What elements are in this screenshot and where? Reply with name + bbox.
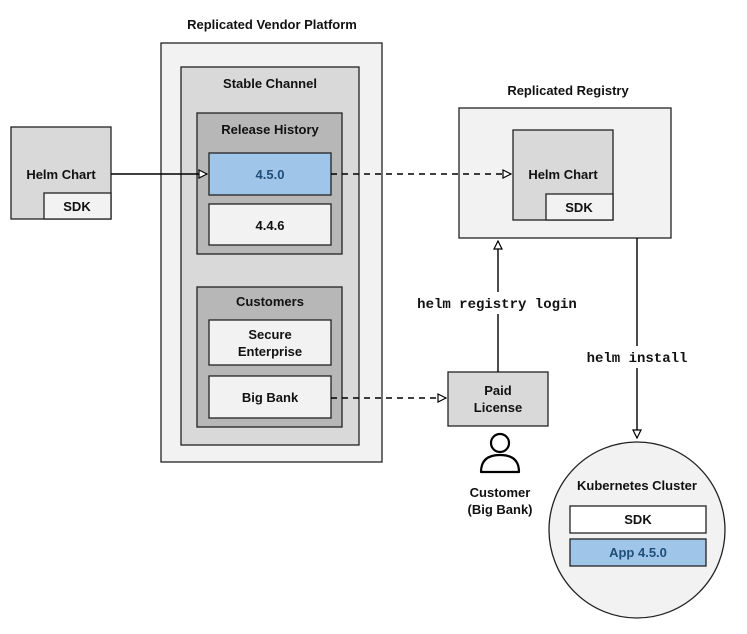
registry-sdk-label: SDK [565,200,593,215]
source-sdk-label: SDK [63,199,91,214]
cluster-app-label: App 4.5.0 [609,545,667,560]
paid-license-line-2: License [474,400,522,415]
stable-channel-title: Stable Channel [223,76,317,91]
release-4-5-0-label: 4.5.0 [256,167,285,182]
cluster-sdk-box [569,505,707,534]
release-history-title: Release History [221,122,319,137]
registry-title: Replicated Registry [507,83,629,98]
registry-sdk-box [545,193,614,221]
vendor-platform-title: Replicated Vendor Platform [187,17,357,32]
source-sdk-box [43,192,112,220]
helm-install-command: helm install [587,351,688,367]
customer-label-line-2: (Big Bank) [468,502,533,517]
customer-big-bank[interactable] [208,375,332,419]
login-label-bg [404,292,590,314]
install-label-bg [577,346,697,368]
cluster-app-box [569,538,707,567]
customer-secure-enterprise-line-2: Enterprise [238,344,302,359]
paid-license-line-1: Paid [484,383,512,398]
release-4-4-6-label: 4.4.6 [256,218,285,233]
registry-helm-chart-label: Helm Chart [528,167,598,182]
user-icon [479,432,521,474]
kubernetes-cluster-title: Kubernetes Cluster [577,478,697,493]
cluster-sdk-label: SDK [624,512,652,527]
customer-big-bank-label: Big Bank [242,390,299,405]
source-helm-chart-label: Helm Chart [26,167,96,182]
release-4-4-6[interactable] [208,203,332,246]
paid-license[interactable] [447,371,549,427]
customer-secure-enterprise[interactable] [208,319,332,366]
customer-label-line-1: Customer [470,485,531,500]
customer-secure-enterprise-line-1: Secure [248,327,291,342]
helm-registry-login-command: helm registry login [417,297,577,313]
customers-title: Customers [236,294,304,309]
